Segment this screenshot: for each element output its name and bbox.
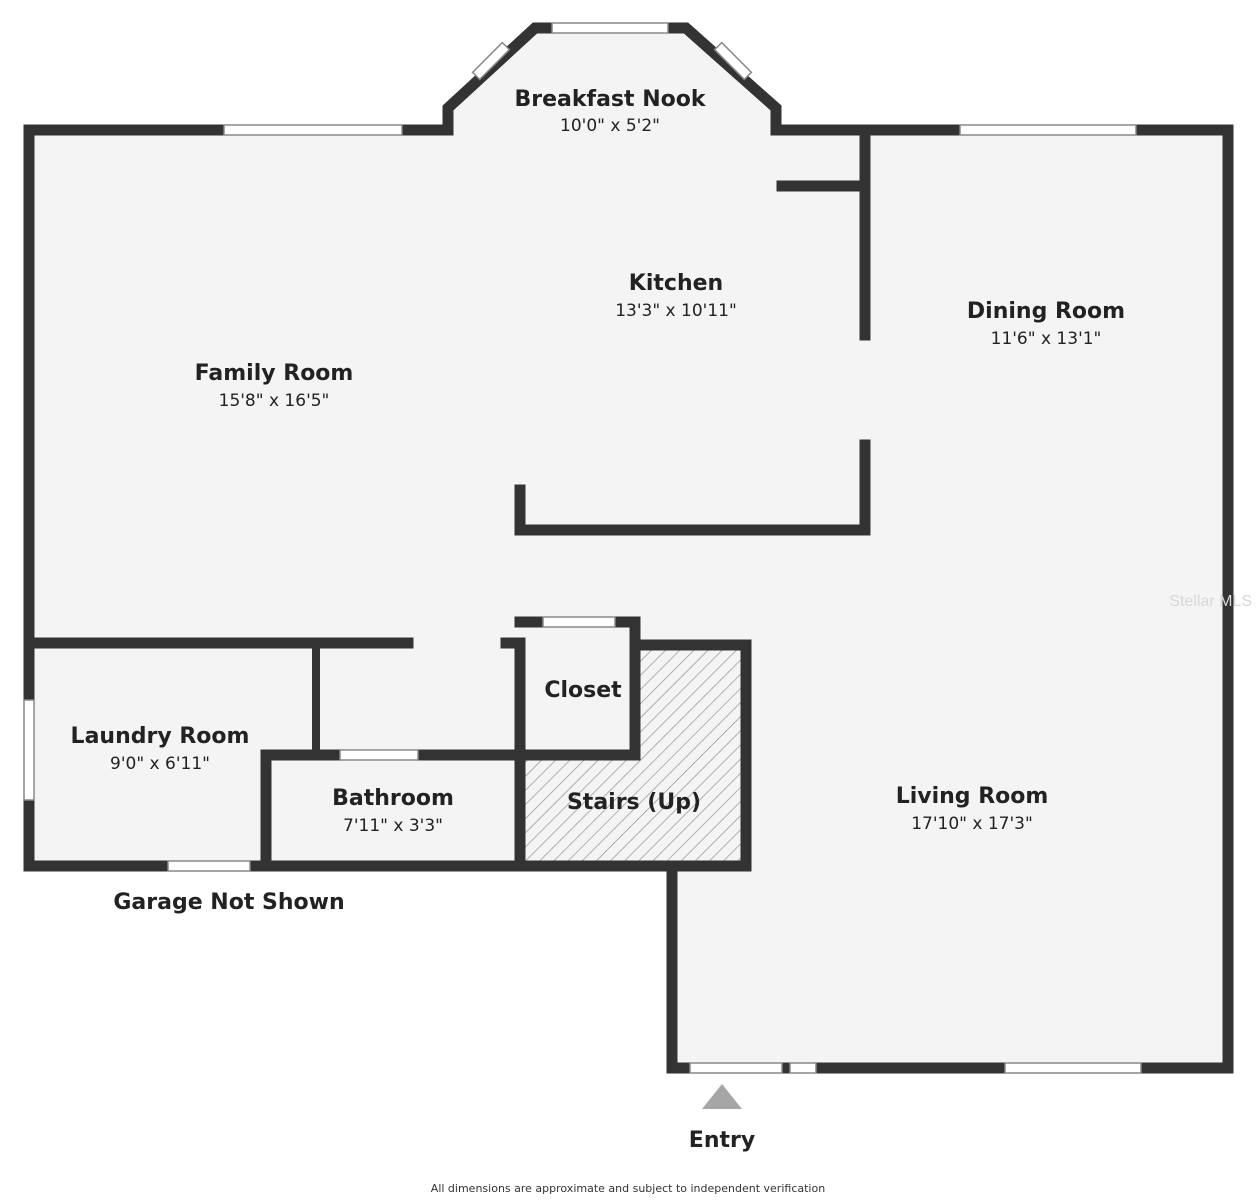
laundry-room-name: Laundry Room xyxy=(71,724,250,749)
window-laundry-bottom xyxy=(167,860,251,872)
window-entry-bottom xyxy=(689,1062,783,1074)
dining-room-name: Dining Room xyxy=(967,299,1125,324)
breakfast-nook-name: Breakfast Nook xyxy=(515,87,707,112)
garage-note: Garage Not Shown xyxy=(113,890,344,915)
window-living-bottom xyxy=(1004,1062,1142,1074)
window-dining-top xyxy=(959,124,1137,136)
window-nook-top xyxy=(551,22,669,34)
living-room-name: Living Room xyxy=(896,784,1049,809)
family-room-dims: 15'8" x 16'5" xyxy=(219,391,330,411)
stairs-name: Stairs (Up) xyxy=(567,790,701,815)
window-bath-top xyxy=(339,749,419,761)
kitchen-dims: 13'3" x 10'11" xyxy=(615,301,737,321)
window-nook-right xyxy=(713,41,753,81)
disclaimer: All dimensions are approximate and subje… xyxy=(431,1182,825,1195)
watermark: Stellar MLS xyxy=(1169,593,1252,610)
bathroom-name: Bathroom xyxy=(332,786,454,811)
kitchen-name: Kitchen xyxy=(629,271,723,296)
bathroom-dims: 7'11" x 3'3" xyxy=(343,816,443,836)
window-closet-top xyxy=(542,616,616,628)
windows xyxy=(23,22,1142,1074)
breakfast-nook-dims: 10'0" x 5'2" xyxy=(560,116,660,136)
interior-walls xyxy=(23,129,871,872)
dining-room-dims: 11'6" x 13'1" xyxy=(991,329,1102,349)
window-laundry-left xyxy=(23,699,35,801)
floor-area xyxy=(29,28,1228,1068)
living-room-dims: 17'10" x 17'3" xyxy=(911,814,1033,834)
closet-name: Closet xyxy=(544,678,622,703)
laundry-room-dims: 9'0" x 6'11" xyxy=(110,754,210,774)
entry-label: Entry xyxy=(689,1128,755,1153)
family-room-name: Family Room xyxy=(195,361,354,386)
stairs-area xyxy=(520,645,746,866)
window-living-bottom-small xyxy=(789,1062,817,1074)
window-nook-left xyxy=(471,41,511,81)
window-family-top xyxy=(223,124,403,136)
entry-arrow-icon xyxy=(702,1084,742,1109)
